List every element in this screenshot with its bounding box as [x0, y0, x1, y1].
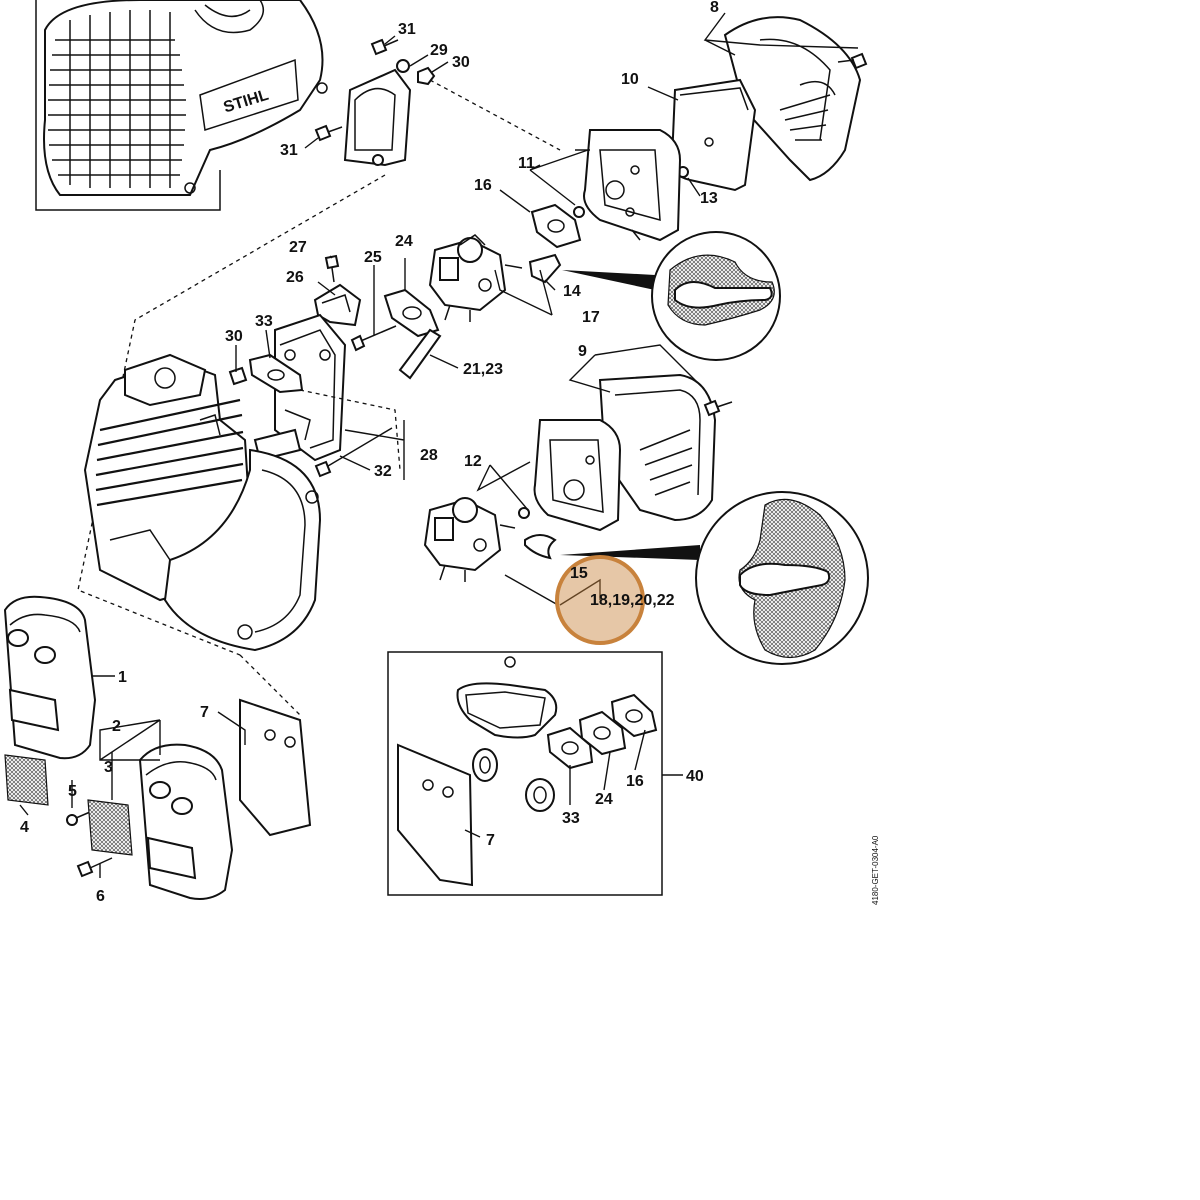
callout-13: 13	[700, 190, 718, 207]
filter-cover-bracket	[343, 59, 412, 167]
callout-17: 17	[582, 309, 600, 326]
screw-31-left	[314, 124, 343, 142]
callout-21-23: 21,23	[463, 361, 503, 378]
gasket-24-kit	[578, 710, 627, 756]
assembly-line-shield	[239, 654, 301, 716]
screw-31-top	[370, 38, 399, 56]
spark-screen-4	[4, 754, 49, 806]
gasket-kit-box	[387, 651, 663, 896]
callout-40: 40	[686, 768, 704, 785]
callout-12: 12	[464, 453, 482, 470]
callout-28: 28	[420, 447, 438, 464]
callout-30-b: 30	[225, 328, 243, 345]
intake-flange-28	[274, 313, 347, 462]
shaft-seal-lower	[525, 778, 555, 812]
shroud-inset: STIHL	[35, 0, 328, 211]
muffler-1	[3, 595, 97, 760]
filter-base-11	[575, 129, 682, 242]
impulse-tube-21	[398, 328, 442, 380]
screw-9	[703, 399, 733, 417]
callout-16-b: 16	[626, 773, 644, 790]
shaft-seal-upper	[472, 748, 498, 782]
heat-shield-7	[239, 698, 312, 837]
fan-housing	[163, 448, 322, 652]
nut-30-top	[417, 66, 436, 86]
callout-24: 24	[395, 233, 413, 250]
callout-33-b: 33	[562, 810, 580, 827]
callout-31: 31	[398, 21, 416, 38]
choke-knob-15	[524, 534, 557, 560]
callout-14: 14	[563, 283, 581, 300]
callout-9: 9	[578, 343, 587, 360]
air-filter-cover-8	[723, 16, 862, 182]
callout-29: 29	[430, 42, 448, 59]
screw-8	[837, 52, 868, 70]
callout-1: 1	[118, 669, 127, 686]
callout-5: 5	[68, 783, 77, 800]
nut-30-mid	[228, 366, 248, 386]
nut-11	[573, 206, 585, 218]
screw-27	[324, 254, 340, 283]
callout-8: 8	[710, 0, 719, 16]
choke-knob-14	[528, 253, 562, 284]
callout-24-b: 24	[595, 791, 613, 808]
callout-16: 16	[474, 177, 492, 194]
drawing-reference: 4180-GET-0304-A0	[871, 835, 880, 905]
callout-11: 11	[518, 155, 535, 172]
muffler-2	[138, 743, 234, 900]
spark-screen-3	[87, 799, 133, 856]
assembly-line-flange	[299, 389, 401, 471]
callout-27: 27	[289, 239, 307, 256]
callout-3: 3	[104, 759, 113, 776]
callout-33: 33	[255, 313, 273, 330]
screw-6	[76, 857, 113, 878]
bolt-32	[314, 427, 393, 478]
bolt-25	[350, 325, 397, 352]
callout-31-b: 31	[280, 142, 298, 159]
callout-labels: 31 29 30 31 8 10 13 11 16 14 17 24 25 27…	[20, 0, 719, 905]
callout-32: 32	[374, 463, 392, 480]
carburetor-18	[423, 497, 516, 582]
callout-10: 10	[621, 71, 639, 88]
gasket-16-kit	[610, 693, 658, 738]
callout-25: 25	[364, 249, 382, 266]
carburetor-17	[428, 234, 523, 322]
callout-26: 26	[286, 269, 304, 286]
callout-18-19-20-22: 18,19,20,22	[590, 592, 675, 609]
filter-base-12	[533, 419, 622, 532]
assembly-line-cover	[429, 79, 561, 151]
air-filter-cover-9	[598, 373, 717, 522]
callout-2: 2	[112, 718, 121, 735]
nut-12	[518, 507, 530, 519]
callout-30: 30	[452, 54, 470, 71]
callout-15: 15	[570, 565, 588, 582]
choke-knob-detail-upper	[562, 231, 781, 361]
highlight-marker	[555, 555, 645, 645]
gasket-16-upper	[530, 203, 582, 249]
screw-5	[66, 811, 91, 826]
engine-shroud	[43, 0, 328, 196]
callout-4: 4	[20, 819, 29, 836]
leader-lines	[19, 12, 859, 878]
callout-6: 6	[96, 888, 105, 905]
choke-knob-detail-lower	[560, 491, 869, 665]
callout-7: 7	[200, 704, 209, 721]
callout-7-b: 7	[486, 832, 495, 849]
